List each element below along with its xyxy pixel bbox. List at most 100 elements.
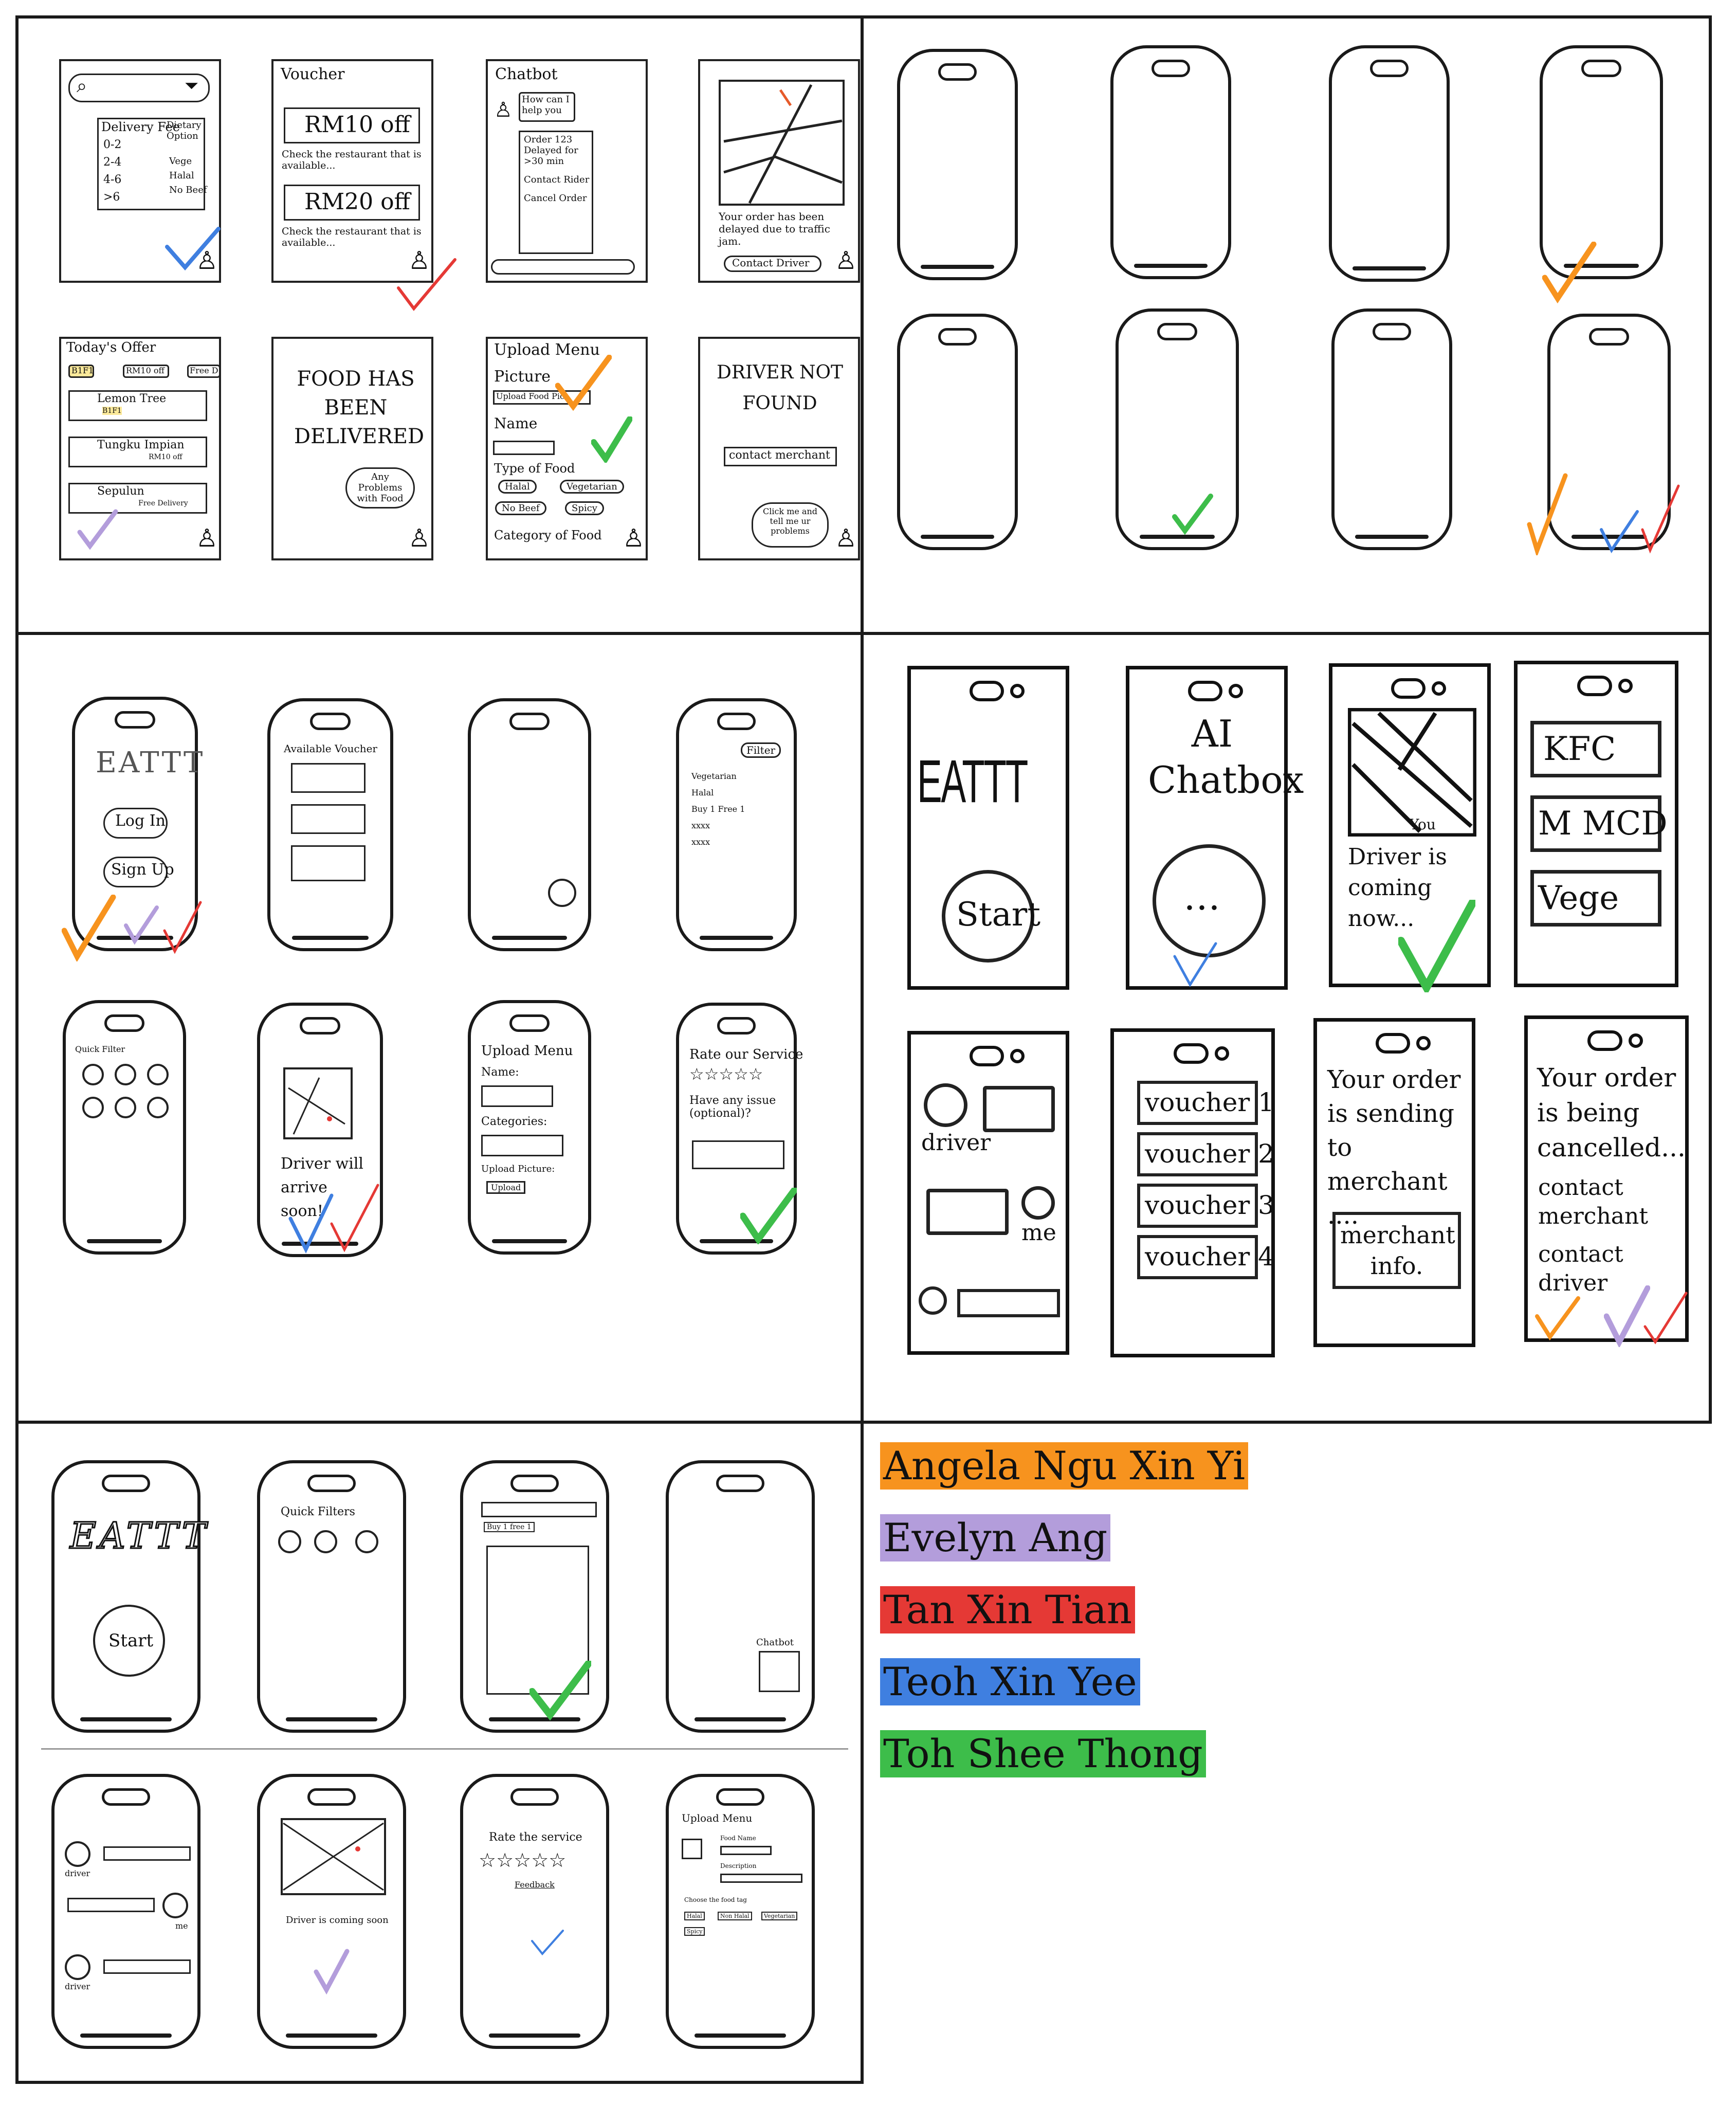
problems-bubble-label: Any Problems with Food (351, 471, 410, 504)
checkmark-blue (1599, 509, 1640, 555)
tag-chip[interactable]: Non Halal (718, 1912, 752, 1920)
me-avatar (1021, 1186, 1055, 1220)
checkmark-blue (529, 1928, 565, 1959)
offer-item-tag: Free Delivery (138, 499, 188, 507)
offer-tab-label: RM10 off (126, 366, 165, 375)
attach-icon[interactable] (919, 1286, 947, 1315)
restaurant-list-phone: KFC M MCD Vege (1514, 661, 1678, 987)
order-message: Order 123 Delayed for >30 min (524, 134, 591, 167)
type-chip: Vegetarian (560, 480, 624, 494)
cancel-message: Your order is being cancelled... (1537, 1060, 1686, 1165)
bot-avatar-icon: ♙ (494, 98, 513, 122)
dietary-row: Vege (169, 156, 192, 167)
delivery-fee-row: 0-2 (103, 138, 121, 151)
offer-item-name: Tungku Impian (97, 439, 185, 451)
type-chip: No Beef (495, 501, 546, 515)
checkmark-green (591, 416, 632, 463)
chatbot-sketch: Chatbot ♙ How can I help you Order 123 D… (486, 59, 648, 283)
phone-sketch (897, 49, 1018, 280)
star-rating-icon[interactable]: ☆☆☆☆☆ (479, 1849, 566, 1872)
rate-phone: Rate the service ☆☆☆☆☆ Feedback (460, 1774, 609, 2049)
name-input[interactable] (493, 441, 555, 455)
quick-filter-option[interactable] (278, 1530, 301, 1553)
filter-row: Halal (691, 788, 714, 797)
name-label: Name (494, 415, 537, 432)
star-rating-icon[interactable]: ☆☆☆☆☆ (689, 1064, 763, 1084)
tag-chip[interactable]: Spicy (684, 1927, 705, 1936)
voucher-amount: RM20 off (304, 189, 410, 215)
quick-filter-title: Quick Filter (75, 1044, 125, 1054)
quick-filter-option[interactable] (147, 1064, 169, 1085)
restaurant-name: M MCD (1538, 805, 1668, 843)
name-input[interactable] (481, 1085, 553, 1107)
legend-angela: Angela Ngu Xin Yi (880, 1442, 1248, 1490)
legend-toh: Toh Shee Thong (880, 1730, 1206, 1777)
search-bar[interactable] (481, 1502, 597, 1517)
contact-merchant-link[interactable]: contact merchant (1538, 1173, 1682, 1231)
checkmark-purple (314, 1949, 350, 1995)
legend-tan: Tan Xin Tian (880, 1586, 1135, 1633)
filter-row: Vegetarian (691, 771, 737, 781)
chat-phone (468, 698, 591, 951)
voucher-title: Voucher (281, 65, 345, 83)
me-label: me (175, 1921, 188, 1931)
voucher-note: Check the restaurant that is available..… (282, 149, 426, 171)
image-upload-box[interactable] (682, 1839, 702, 1859)
checkmark-blue (1172, 941, 1218, 987)
quick-filter-option[interactable] (355, 1530, 378, 1553)
tag-chip[interactable]: Vegetarian (761, 1912, 797, 1920)
merchant-info-label: merchant info. (1340, 1220, 1453, 1281)
chat-input (491, 259, 635, 275)
quick-filter-option[interactable] (147, 1097, 169, 1118)
chat-input[interactable] (957, 1289, 1060, 1317)
not-found-message: DRIVER NOT FOUND (716, 357, 844, 419)
upload-phone: Upload Menu Name: Categories: Upload Pic… (468, 1000, 591, 1255)
phone-sketch (1331, 308, 1452, 550)
checkmark-red (329, 1183, 380, 1255)
me-avatar (162, 1893, 188, 1918)
filter-title[interactable]: Filter (741, 742, 781, 758)
chatbox-title: AI Chatbox (1148, 711, 1276, 803)
checkmark-purple (77, 509, 118, 550)
quick-filter-option[interactable] (115, 1097, 136, 1118)
food-name-input[interactable] (720, 1846, 772, 1855)
feedback-link[interactable]: Feedback (515, 1880, 555, 1890)
driver-chat-phone: driver me driver (51, 1774, 200, 2049)
checkmark-blue (288, 1193, 334, 1255)
user-figure-icon: ♙ (835, 246, 857, 275)
food-delivered-sketch: FOOD HAS BEEN DELIVERED Any Problems wit… (271, 337, 433, 560)
driver-label: driver (65, 1982, 90, 1991)
voucher-row-label: voucher 3 (1145, 1190, 1274, 1220)
quick-filter-option[interactable] (82, 1097, 104, 1118)
checkmark-purple (123, 905, 159, 946)
upload-title: Upload Menu (682, 1812, 752, 1824)
quick-filter-option[interactable] (314, 1530, 337, 1553)
chatbot-phone: Chatbot (666, 1460, 815, 1733)
quick-filter-option[interactable] (82, 1064, 104, 1085)
category-input[interactable] (481, 1135, 563, 1156)
app-logo: EATTT (70, 1515, 209, 1557)
tag-chip[interactable]: Halal (684, 1912, 705, 1920)
rate-title: Rate our Service (689, 1047, 803, 1062)
issue-input[interactable] (692, 1140, 784, 1169)
checkmark-green (529, 1661, 591, 1722)
delivered-message: FOOD HAS BEEN DELIVERED (294, 365, 417, 451)
delay-message: Your order has been delayed due to traff… (719, 210, 837, 247)
chatbot-button[interactable] (759, 1651, 800, 1692)
offer-tab-label: Free D (190, 366, 218, 375)
option-contact-rider: Contact Rider (524, 174, 589, 185)
checkmark-blue (165, 226, 221, 273)
driver-label: driver (65, 1868, 90, 1878)
start-label: Start (108, 1630, 153, 1651)
chat-icon[interactable] (548, 879, 576, 907)
description-input[interactable] (720, 1874, 802, 1883)
legend-teoh: Teoh Xin Yee (880, 1658, 1140, 1705)
offer-item-name: Sepulun (97, 485, 144, 498)
you-label: You (1410, 816, 1436, 833)
driver-not-found-sketch: DRIVER NOT FOUND contact merchant Click … (698, 337, 860, 560)
offer-item-tag: B1F1 (102, 407, 122, 415)
upload-button[interactable]: Upload (486, 1181, 525, 1194)
quick-filter-option[interactable] (115, 1064, 136, 1085)
upload-title: Upload Menu (481, 1043, 573, 1059)
voucher-ticket (291, 763, 366, 793)
